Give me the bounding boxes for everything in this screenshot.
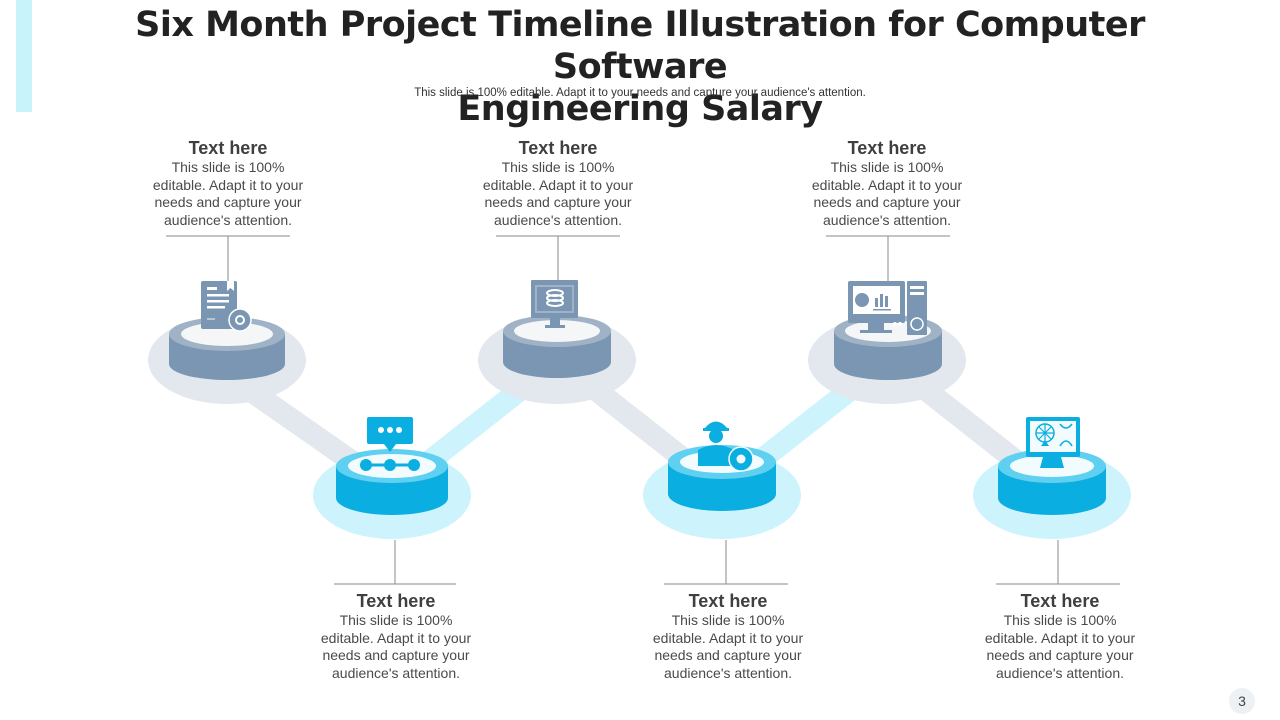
timeline-node-6: [973, 417, 1131, 539]
step-4-text: Text here This slide is 100% editable. A…: [638, 590, 818, 683]
monitor-design-icon: [1026, 417, 1080, 468]
timeline-node-4: [643, 421, 801, 539]
step-6-heading: Text here: [1020, 591, 1100, 611]
title-line-2: Engineering Salary: [457, 89, 823, 129]
step-4-heading: Text here: [688, 591, 768, 611]
timeline-node-5: [808, 281, 966, 404]
step-3-text: Text here This slide is 100% editable. A…: [468, 137, 648, 230]
step-4-body: This slide is 100% editable. Adapt it to…: [652, 612, 804, 682]
step-3-heading: Text here: [518, 138, 598, 158]
desktop-computer-chart-icon: [848, 281, 927, 335]
timeline-node-2: [313, 417, 471, 539]
step-2-body: This slide is 100% editable. Adapt it to…: [320, 612, 472, 682]
step-5-heading: Text here: [847, 138, 927, 158]
timeline-node-1: [148, 281, 306, 404]
slide-title: Six Month Project Timeline Illustration …: [60, 4, 1220, 130]
step-6-body: This slide is 100% editable. Adapt it to…: [984, 612, 1136, 682]
engineer-gear-icon: [698, 421, 754, 472]
step-1-body: This slide is 100% editable. Adapt it to…: [152, 159, 304, 229]
accent-bar: [16, 0, 32, 112]
step-6-text: Text here This slide is 100% editable. A…: [970, 590, 1150, 683]
document-gear-icon: [201, 281, 252, 332]
timeline-node-3: [478, 280, 636, 404]
step-1-heading: Text here: [188, 138, 268, 158]
step-3-body: This slide is 100% editable. Adapt it to…: [482, 159, 634, 229]
title-line-1: Six Month Project Timeline Illustration …: [135, 5, 1145, 87]
page-number: 3: [1229, 688, 1255, 714]
chat-network-icon: [360, 417, 420, 471]
monitor-database-icon: [531, 280, 578, 328]
step-1-text: Text here This slide is 100% editable. A…: [138, 137, 318, 230]
step-5-text: Text here This slide is 100% editable. A…: [797, 137, 977, 230]
step-5-body: This slide is 100% editable. Adapt it to…: [811, 159, 963, 229]
step-2-heading: Text here: [356, 591, 436, 611]
leader-lines: [166, 235, 1120, 585]
step-2-text: Text here This slide is 100% editable. A…: [306, 590, 486, 683]
slide-subtitle: This slide is 100% editable. Adapt it to…: [414, 87, 866, 99]
